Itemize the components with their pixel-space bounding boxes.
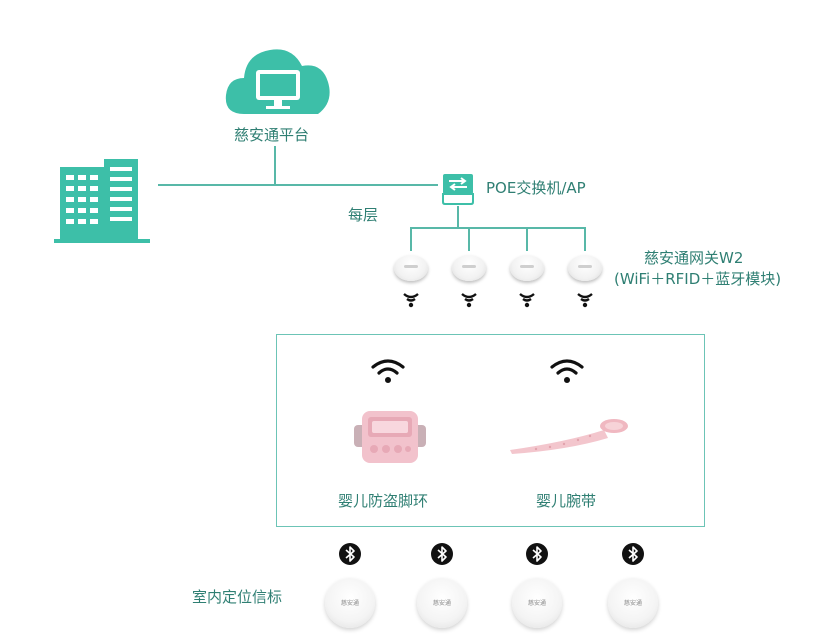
gateway-device <box>568 255 602 281</box>
gateway-drop-line <box>410 227 412 251</box>
gateway-label: 慈安通网关W2 <box>644 249 744 267</box>
wristband-label: 婴儿腕带 <box>536 492 597 510</box>
beacon-brand-text: 慈安通 <box>623 600 642 607</box>
platform-link-line <box>274 146 276 186</box>
cloud-monitor-icon <box>222 40 334 118</box>
beacon-device: 慈安通 <box>512 578 562 628</box>
wifi-icon <box>371 359 405 383</box>
beacon-brand-text: 慈安通 <box>340 600 359 607</box>
signal-icon <box>519 293 535 308</box>
bluetooth-icon <box>622 543 644 565</box>
wifi-icon <box>550 359 584 383</box>
bluetooth-icon <box>339 543 361 565</box>
gateway-device <box>510 255 544 281</box>
beacon-brand-text: 慈安通 <box>527 600 546 607</box>
anklet-device-image <box>352 405 428 467</box>
gateway-drop-line <box>468 227 470 251</box>
building-icon <box>54 155 150 245</box>
gateway-bus-line <box>410 227 586 229</box>
beacon-brand-text: 慈安通 <box>432 600 451 607</box>
switch-label: POE交换机/AP <box>486 179 586 197</box>
switch-down-line <box>457 206 459 228</box>
beacon-label: 室内定位信标 <box>192 588 283 606</box>
beacon-device: 慈安通 <box>417 578 467 628</box>
backbone-line <box>158 184 438 186</box>
device-zone <box>276 334 705 527</box>
signal-icon <box>403 293 419 308</box>
gateway-drop-line <box>584 227 586 251</box>
gateway-sub-label: (WiFi＋RFID＋蓝牙模块) <box>614 270 782 288</box>
floor-label: 每层 <box>348 206 379 224</box>
signal-icon <box>461 293 477 308</box>
anklet-label: 婴儿防盗脚环 <box>338 492 429 510</box>
bluetooth-icon <box>526 543 548 565</box>
wristband-device-image <box>506 412 632 456</box>
gateway-drop-line <box>526 227 528 251</box>
signal-icon <box>577 293 593 308</box>
platform-label: 慈安通平台 <box>234 126 310 144</box>
beacon-device: 慈安通 <box>325 578 375 628</box>
network-switch-icon <box>441 172 475 206</box>
bluetooth-icon <box>431 543 453 565</box>
beacon-device: 慈安通 <box>608 578 658 628</box>
gateway-device <box>394 255 428 281</box>
gateway-device <box>452 255 486 281</box>
